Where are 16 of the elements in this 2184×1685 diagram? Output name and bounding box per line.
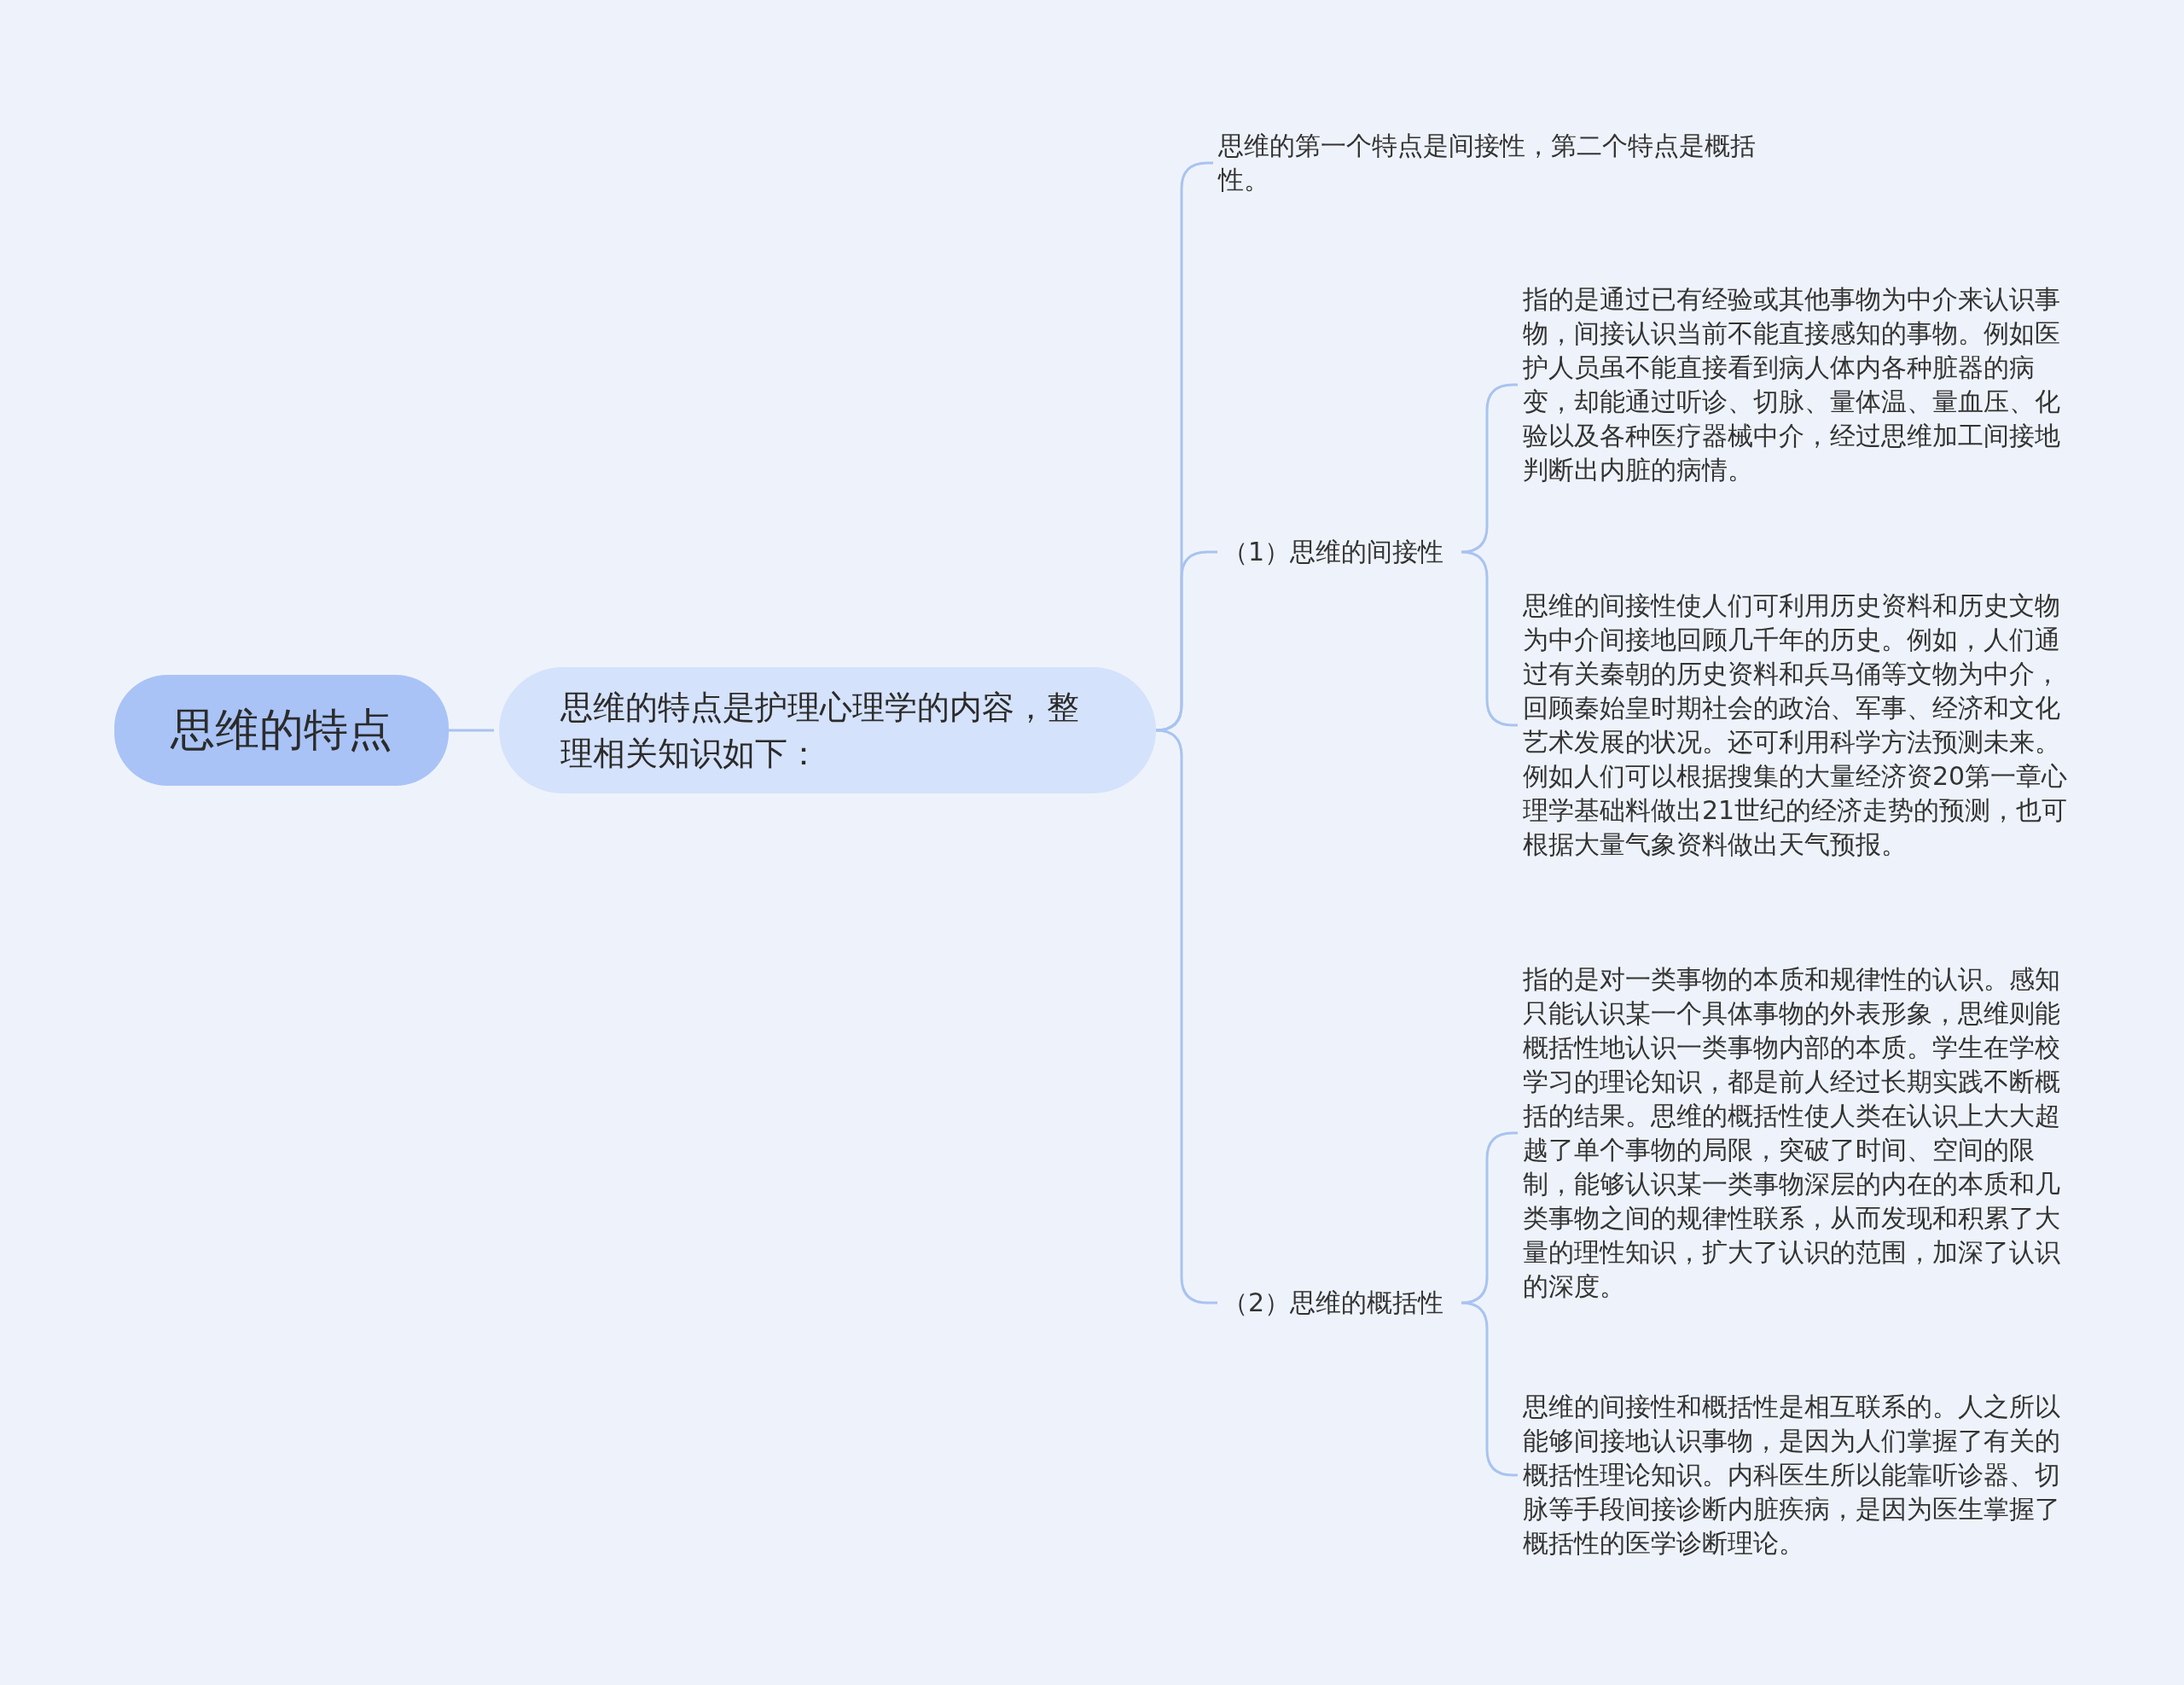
connector-line — [1460, 550, 1518, 727]
note-text: 思维的间接性和概括性是相互联系的。人之所以能够间接地认识事物，是因为人们掌握了有关的概括性理论知识。内科医生所以能靠听诊器、切脉等手段间接诊断内脏疾病，是因为医生掌握了概括性的医学诊断理论。 — [1523, 1390, 2069, 1560]
note-text: 指的是对一类事物的本质和规律性的认识。感知只能认识某一个具体事物的外表形象，思维则能概括性地认识一类事物内部的本质。学生在学校学习的理论知识，都是前人经过长期实践不断概括的结果。思维的概括性使人类在认识上大大超越了单个事物的局限，突破了时间、空间的限制，能够认识某一类事物深层的内在的本质和几类事物之间的规律性联系，从而发现和积累了大量的理性知识，扩大了认识的范围，加深了认识的深度。 — [1523, 962, 2069, 1304]
note-text: 思维的第一个特点是间接性，第二个特点是概括性。 — [1218, 129, 1781, 197]
connector-line — [1460, 1131, 1518, 1304]
connector-line — [1154, 550, 1217, 732]
note-text: 指的是通过已有经验或其他事物为中介来认识事物，间接认识当前不能直接感知的事物。例如医护人员虽不能直接看到病人体内各种脏器的病变，却能通过听诊、切脉、量体温、量血压、化验以及各种医疗器械中介，经过思维加工间接地判断出内脏的病情。 — [1523, 282, 2069, 487]
connector-line — [1460, 383, 1518, 554]
connector-line — [449, 729, 494, 732]
branch-label: （2）思维的概括性 — [1223, 1286, 1461, 1320]
topic-box: 思维的特点是护理心理学的内容，整理相关知识如下： — [499, 667, 1156, 793]
connector-line — [1154, 729, 1217, 1304]
note-text: 思维的间接性使人们可利用历史资料和历史文物为中介间接地回顾几千年的历史。例如，人们通过有关秦朝的历史资料和兵马俑等文物为中介，回顾秦始皇时期社会的政治、军事、经济和文化艺术发展的状况。还可利用科学方法预测未来。例如人们可以根据搜集的大量经济资20第一章心理学基础料做出21世纪的经济走势的预测，也可根据大量气象资料做出天气预报。 — [1523, 589, 2069, 862]
branch-label: （1）思维的间接性 — [1223, 535, 1461, 569]
connector-line — [1460, 1301, 1518, 1477]
central-topic: 思维的特点 — [114, 675, 449, 786]
